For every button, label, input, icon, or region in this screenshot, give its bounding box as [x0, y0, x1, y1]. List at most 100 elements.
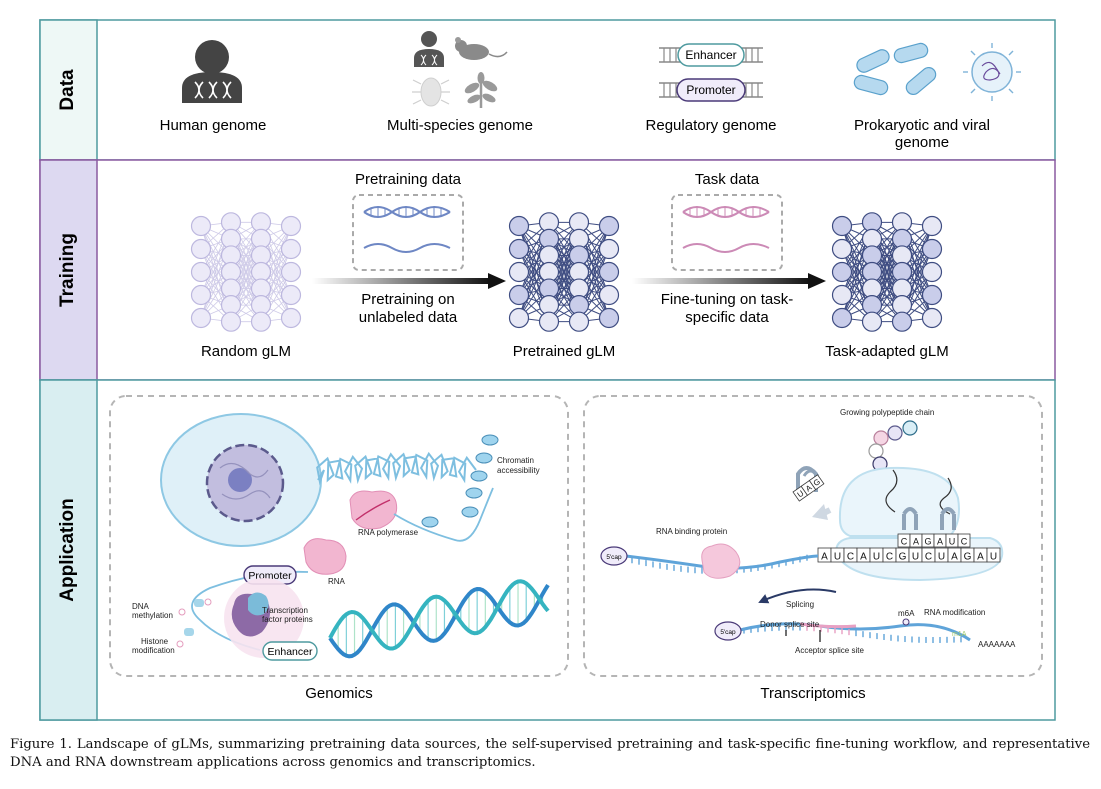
intron-segment	[799, 622, 857, 629]
cap-2-icon	[714, 621, 742, 641]
nn-node	[598, 261, 620, 283]
base-letter: A	[951, 552, 958, 563]
figure-caption: Figure 1. Landscape of gLMs, summarizing…	[10, 737, 1090, 770]
nn-node	[921, 284, 943, 306]
row-label-application-bg	[39, 379, 98, 721]
base-box	[957, 533, 971, 548]
label-growing-chain: Growing polypeptide chain	[840, 408, 934, 417]
label-multi-species-genome: Multi-species genome	[387, 117, 533, 134]
transcriptomics-panel	[583, 395, 1043, 677]
label-chromatin-line2: accessibility	[497, 466, 540, 475]
cell-illustration	[160, 413, 322, 547]
label-task-adapted-glm: Task-adapted gLM	[825, 343, 948, 360]
base-letter: U	[990, 552, 997, 563]
label-prokaryotic-line1: Prokaryotic and viral	[854, 117, 990, 134]
label-pretraining-step-line1: Pretraining on	[361, 291, 454, 308]
label-human-genome: Human genome	[160, 117, 267, 134]
label-donor-site: Donor splice site	[760, 620, 820, 629]
label-transcriptomics: Transcriptomics	[760, 685, 865, 702]
pre-mrna-ticks	[743, 624, 962, 644]
base-letter: C	[886, 552, 893, 563]
row-label-training-bg	[39, 159, 98, 381]
nn-node	[831, 284, 853, 306]
nucleosome	[475, 452, 493, 464]
base-letter: C	[847, 552, 854, 563]
base-letter: U	[938, 552, 945, 563]
row-label-training: Training	[57, 233, 78, 307]
rna-binding-protein-icon	[701, 543, 741, 579]
codon-boxes: UAG	[792, 474, 825, 502]
nn-node	[508, 307, 530, 329]
nn-node	[280, 284, 302, 306]
label-pretrained-glm: Pretrained gLM	[513, 343, 616, 360]
label-random-glm: Random gLM	[201, 343, 291, 360]
nucleosome	[461, 506, 479, 518]
base-letter: U	[949, 537, 956, 547]
label-enhancer-tag: Enhancer	[685, 48, 736, 62]
label-tf-line2: factor proteins	[262, 615, 313, 624]
nn-node	[598, 307, 620, 329]
base-letter: C	[961, 537, 968, 547]
base-letter: A	[804, 483, 814, 494]
promoter-tag	[676, 78, 746, 102]
base-letter: G	[924, 537, 931, 547]
pretraining-arrow-head	[488, 273, 506, 289]
label-cap1: 5'cap	[606, 554, 622, 561]
pretraining-arrow	[312, 278, 490, 284]
base-letter: U	[873, 552, 880, 563]
label-splicing: Splicing	[786, 600, 814, 609]
regulatory-genome-icon	[659, 43, 763, 102]
enhancer-tag	[677, 43, 745, 67]
label-rna: RNA	[328, 577, 346, 586]
pretraining-dna-icon	[363, 206, 451, 253]
nn-node	[280, 307, 302, 329]
nn-node	[921, 261, 943, 283]
label-pretraining-step-line2: unlabeled data	[359, 309, 458, 326]
label-finetune-step-line1: Fine-tuning on task-	[661, 291, 794, 308]
label-poly-a: AAAAAAA	[978, 640, 1016, 649]
label-acceptor-site: Acceptor splice site	[795, 646, 864, 655]
dna-methylation-marks	[176, 598, 212, 648]
transcription-factor-icon	[224, 578, 304, 658]
nn-node	[280, 215, 302, 237]
base-box	[986, 547, 1001, 563]
finetune-arrow	[632, 278, 810, 284]
base-letter: A	[913, 537, 919, 547]
prokaryotic-viral-icon	[853, 42, 1021, 101]
base-letter: C	[925, 552, 932, 563]
nn-node	[280, 238, 302, 260]
splicing-arrow	[758, 588, 837, 604]
row-label-application: Application	[57, 498, 78, 601]
label-pretraining-data: Pretraining data	[355, 171, 462, 188]
nucleosome	[421, 516, 439, 528]
nn-node	[190, 307, 212, 329]
nn-node	[891, 311, 913, 332]
base-letter: A	[937, 537, 943, 547]
genomics-panel	[109, 395, 569, 677]
pretraining-data-box	[352, 194, 464, 271]
base-letter: U	[796, 489, 806, 500]
nn-node	[831, 261, 853, 283]
label-histone-line1: Histone	[141, 637, 169, 646]
label-tf-line1: Transcription	[262, 606, 308, 615]
task-data-box	[671, 194, 783, 271]
base-letter: A	[860, 552, 867, 563]
nn-node	[831, 307, 853, 329]
pretrained-glm-network	[508, 212, 620, 332]
label-rna-modification: RNA modification	[924, 608, 985, 617]
random-glm-network	[190, 212, 302, 332]
base-letter: G	[899, 552, 907, 563]
label-m1a: m1A	[952, 631, 967, 638]
nn-node	[508, 261, 530, 283]
nn-node	[538, 311, 560, 332]
label-genomics: Genomics	[305, 685, 373, 702]
nn-node	[220, 311, 242, 332]
nucleosome	[465, 487, 483, 499]
label-task-data: Task data	[695, 171, 760, 188]
nn-node	[508, 284, 530, 306]
task-dna-icon	[682, 206, 770, 253]
nn-node	[831, 238, 853, 260]
dna-strand-b	[328, 579, 550, 651]
row-label-data: Data	[57, 69, 78, 111]
